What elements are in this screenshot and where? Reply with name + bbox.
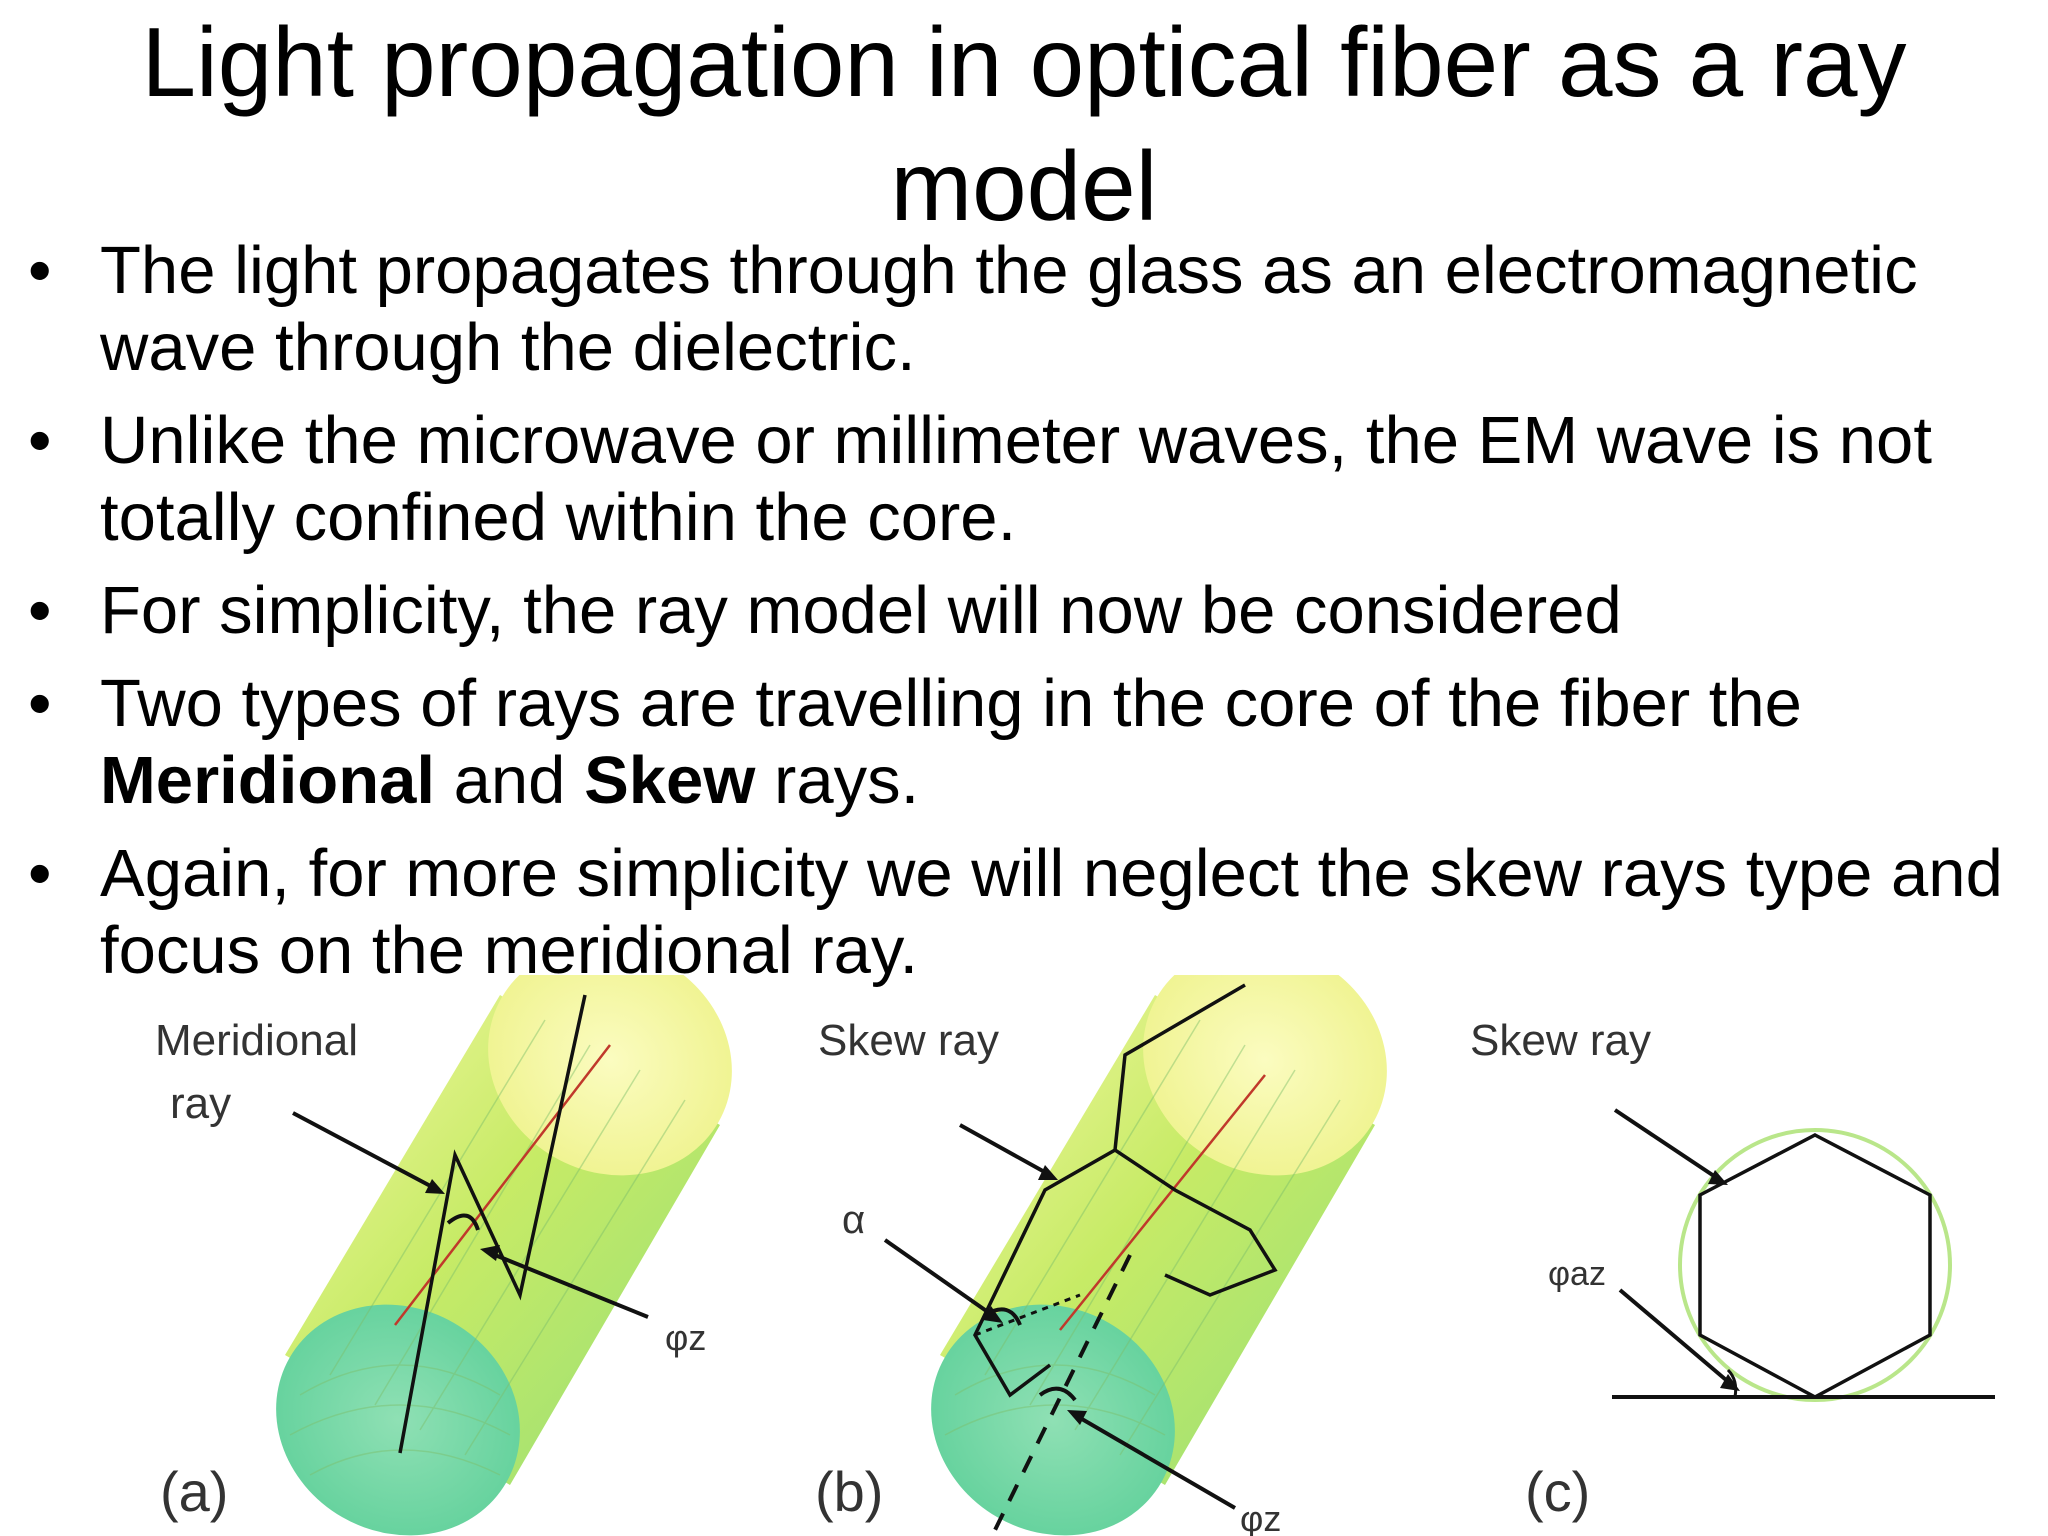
meridional-ray-label-line1: Meridional [155, 1016, 358, 1065]
fiber-end-top-a [488, 975, 732, 1176]
angle-arc-a [446, 1213, 480, 1231]
fiber-cross-section-c [1678, 1128, 1952, 1402]
slide-title: Light propagation in optical fiber as a … [141, 7, 1907, 241]
phi-z-arc-b [1038, 1386, 1077, 1402]
panel-letter-b: (b) [815, 1460, 883, 1523]
ray-diagram-figure: Meridional ray φz (a) [0, 975, 2048, 1536]
panel-b: Skew ray α φz (b) [815, 975, 1387, 1536]
bullet-item: • For simplicity, the ray model will now … [20, 572, 2030, 649]
meridional-ray [398, 994, 587, 1454]
fiber-axis-b [1059, 1074, 1266, 1331]
panel-a: Meridional ray φz (a) [155, 975, 732, 1536]
skew-ray-label-c: Skew ray [1470, 1016, 1651, 1065]
phi-z-label-a: φz [665, 1317, 706, 1358]
panel-c: Skew ray φaz (c) [1470, 1016, 1995, 1523]
bullet-dot-icon: • [28, 836, 52, 911]
bullet-text: For simplicity, the ray model will now b… [100, 573, 1622, 648]
phi-az-arc [1726, 1368, 1738, 1398]
bullet-text: and [435, 743, 585, 818]
meridional-ray-label-line2: ray [170, 1079, 231, 1128]
bullet-list: • The light propagates through the glass … [20, 232, 2030, 1005]
bullet-dot-icon: • [28, 233, 52, 308]
bullet-item: • Unlike the microwave or millimeter wave… [20, 402, 2030, 556]
fiber-end-front-a [276, 1304, 520, 1536]
alpha-label: α [842, 1198, 865, 1242]
bullet-dot-icon: • [28, 666, 52, 741]
skew-ray-hexagon [1698, 1133, 1932, 1399]
skew-ray-helix [973, 983, 1246, 1398]
skew-ray-label-b: Skew ray [818, 1016, 999, 1065]
bullet-item: • The light propagates through the glass … [20, 232, 2030, 386]
skew-ray-helix-back [1114, 1148, 1278, 1297]
panel-letter-a: (a) [160, 1460, 228, 1523]
fiber-end-top-b [1143, 975, 1387, 1176]
ray-diagram-svg: Meridional ray φz (a) [155, 975, 1995, 1536]
panel-letter-c: (c) [1525, 1460, 1590, 1523]
bullet-item: • Again, for more simplicity we will negl… [20, 835, 2030, 989]
bullet-bold-text: Meridional [100, 743, 436, 818]
bullet-text: Unlike the microwave or millimeter waves… [100, 403, 1932, 555]
bullet-bold-text: Skew [584, 743, 756, 818]
bullet-text: rays. [755, 743, 920, 818]
bullet-text: The light propagates through the glass a… [100, 233, 1918, 385]
bullet-dot-icon: • [28, 573, 52, 648]
bullet-text: Two types of rays are travelling in the … [100, 666, 1802, 741]
phi-z-label-b: φz [1240, 1498, 1281, 1536]
bullet-dot-icon: • [28, 403, 52, 478]
bullet-text: Again, for more simplicity we will negle… [100, 836, 2003, 988]
phi-az-label: φaz [1548, 1255, 1606, 1293]
bullet-item: • Two types of rays are travelling in the… [20, 665, 2030, 819]
